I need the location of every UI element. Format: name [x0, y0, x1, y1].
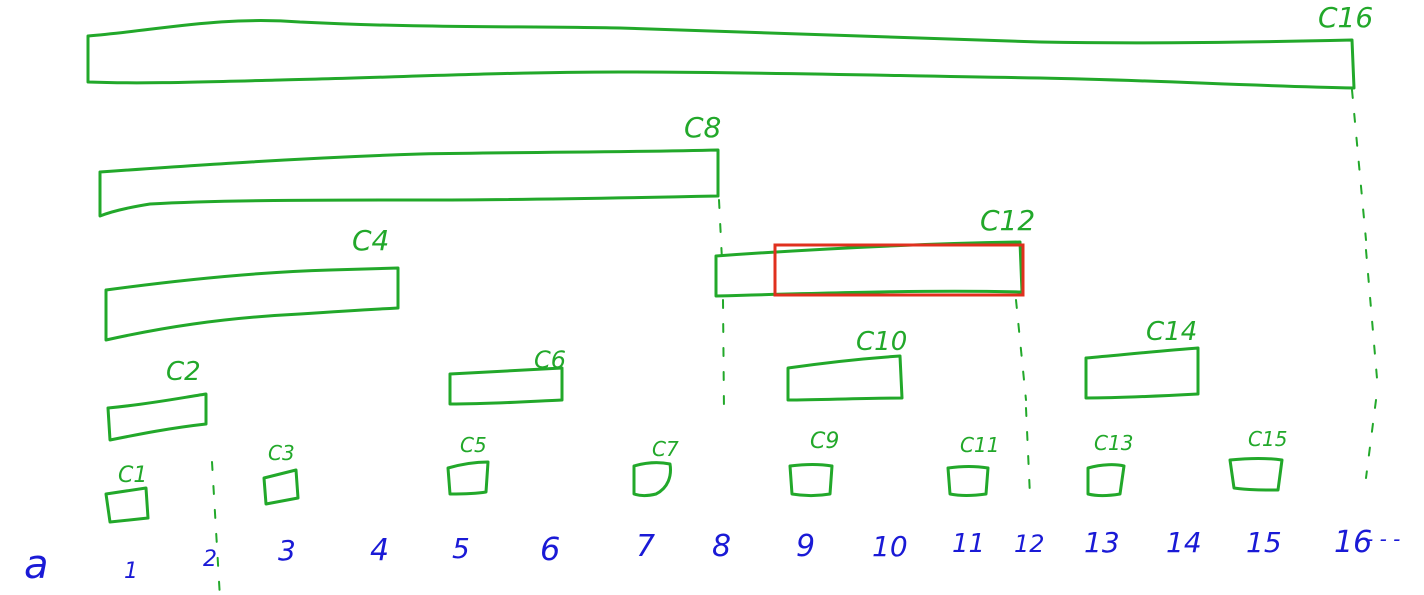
node-c12: C12	[714, 204, 1035, 298]
node-c11-box	[946, 465, 990, 497]
index-15: 15	[1246, 526, 1282, 559]
node-c15-box	[1228, 457, 1284, 492]
guide-2	[211, 461, 221, 595]
node-c2-box	[106, 392, 208, 442]
node-c14-box	[1084, 346, 1200, 400]
index-1: 1	[124, 559, 138, 584]
node-c10-label: C10	[856, 327, 907, 357]
node-c10-box	[786, 354, 904, 402]
node-c4: C4	[104, 224, 400, 342]
node-c2: C2	[106, 357, 208, 442]
index-row: a 1 2 3 4 5 6 7 8 9 10 11 12 13 14 15 16…	[24, 525, 1400, 588]
node-c7: C7	[632, 437, 679, 497]
node-c13-box	[1086, 463, 1126, 497]
node-c7-label: C7	[652, 437, 679, 461]
node-c3-label: C3	[268, 441, 295, 465]
node-c9: C9	[788, 429, 839, 497]
highlight-box	[773, 243, 1025, 297]
node-c11-label: C11	[960, 433, 999, 457]
index-8: 8	[712, 529, 731, 564]
node-c16: C16	[86, 1, 1373, 90]
node-c1-label: C1	[118, 463, 147, 488]
node-c15: C15	[1228, 427, 1287, 492]
array-label: a	[24, 542, 49, 588]
node-c12-box	[714, 240, 1024, 298]
node-c16-label: C16	[1318, 1, 1373, 34]
node-c3: C3	[262, 441, 300, 506]
node-c6-box	[448, 366, 564, 406]
node-c8-label: C8	[684, 111, 721, 144]
guide-16	[1351, 89, 1379, 479]
guide-8	[718, 199, 725, 413]
node-c4-box	[104, 266, 400, 342]
node-c15-label: C15	[1248, 427, 1287, 451]
node-c9-label: C9	[810, 429, 839, 454]
index-10: 10	[872, 530, 908, 563]
index-14: 14	[1166, 526, 1202, 559]
index-4: 4	[370, 533, 389, 568]
index-13: 13	[1084, 526, 1120, 559]
index-5: 5	[452, 532, 470, 565]
node-c14: C14	[1084, 317, 1200, 400]
index-16: 16	[1334, 525, 1372, 560]
node-c6-label: C6	[534, 346, 566, 374]
node-c5-label: C5	[460, 433, 487, 457]
node-c9-box	[788, 463, 834, 497]
index-3: 3	[278, 534, 296, 567]
index-trailing: - - -	[1366, 527, 1400, 551]
node-c12-label: C12	[980, 204, 1035, 237]
node-c3-box	[262, 468, 300, 506]
index-11: 11	[952, 529, 985, 559]
guide-12	[1015, 299, 1031, 497]
index-2: 2	[203, 547, 217, 572]
node-c13: C13	[1086, 431, 1133, 497]
node-c11: C11	[946, 433, 999, 497]
dashed-guides	[211, 89, 1379, 595]
index-9: 9	[796, 529, 815, 564]
node-c4-label: C4	[352, 224, 389, 257]
node-c5: C5	[446, 433, 490, 496]
node-c6: C6	[448, 346, 566, 406]
node-c8-box	[98, 148, 720, 218]
node-c13-label: C13	[1094, 431, 1133, 455]
node-c1: C1	[104, 463, 150, 524]
index-12: 12	[1014, 530, 1045, 558]
node-c5-box	[446, 460, 490, 496]
node-c1-box	[104, 486, 150, 524]
index-7: 7	[636, 529, 655, 564]
node-c16-box	[86, 19, 1356, 90]
node-c7-box	[632, 461, 672, 497]
index-6: 6	[540, 530, 560, 568]
node-c14-label: C14	[1146, 317, 1197, 347]
node-c2-label: C2	[166, 357, 201, 387]
node-c8: C8	[98, 111, 721, 218]
node-c10: C10	[786, 327, 907, 402]
